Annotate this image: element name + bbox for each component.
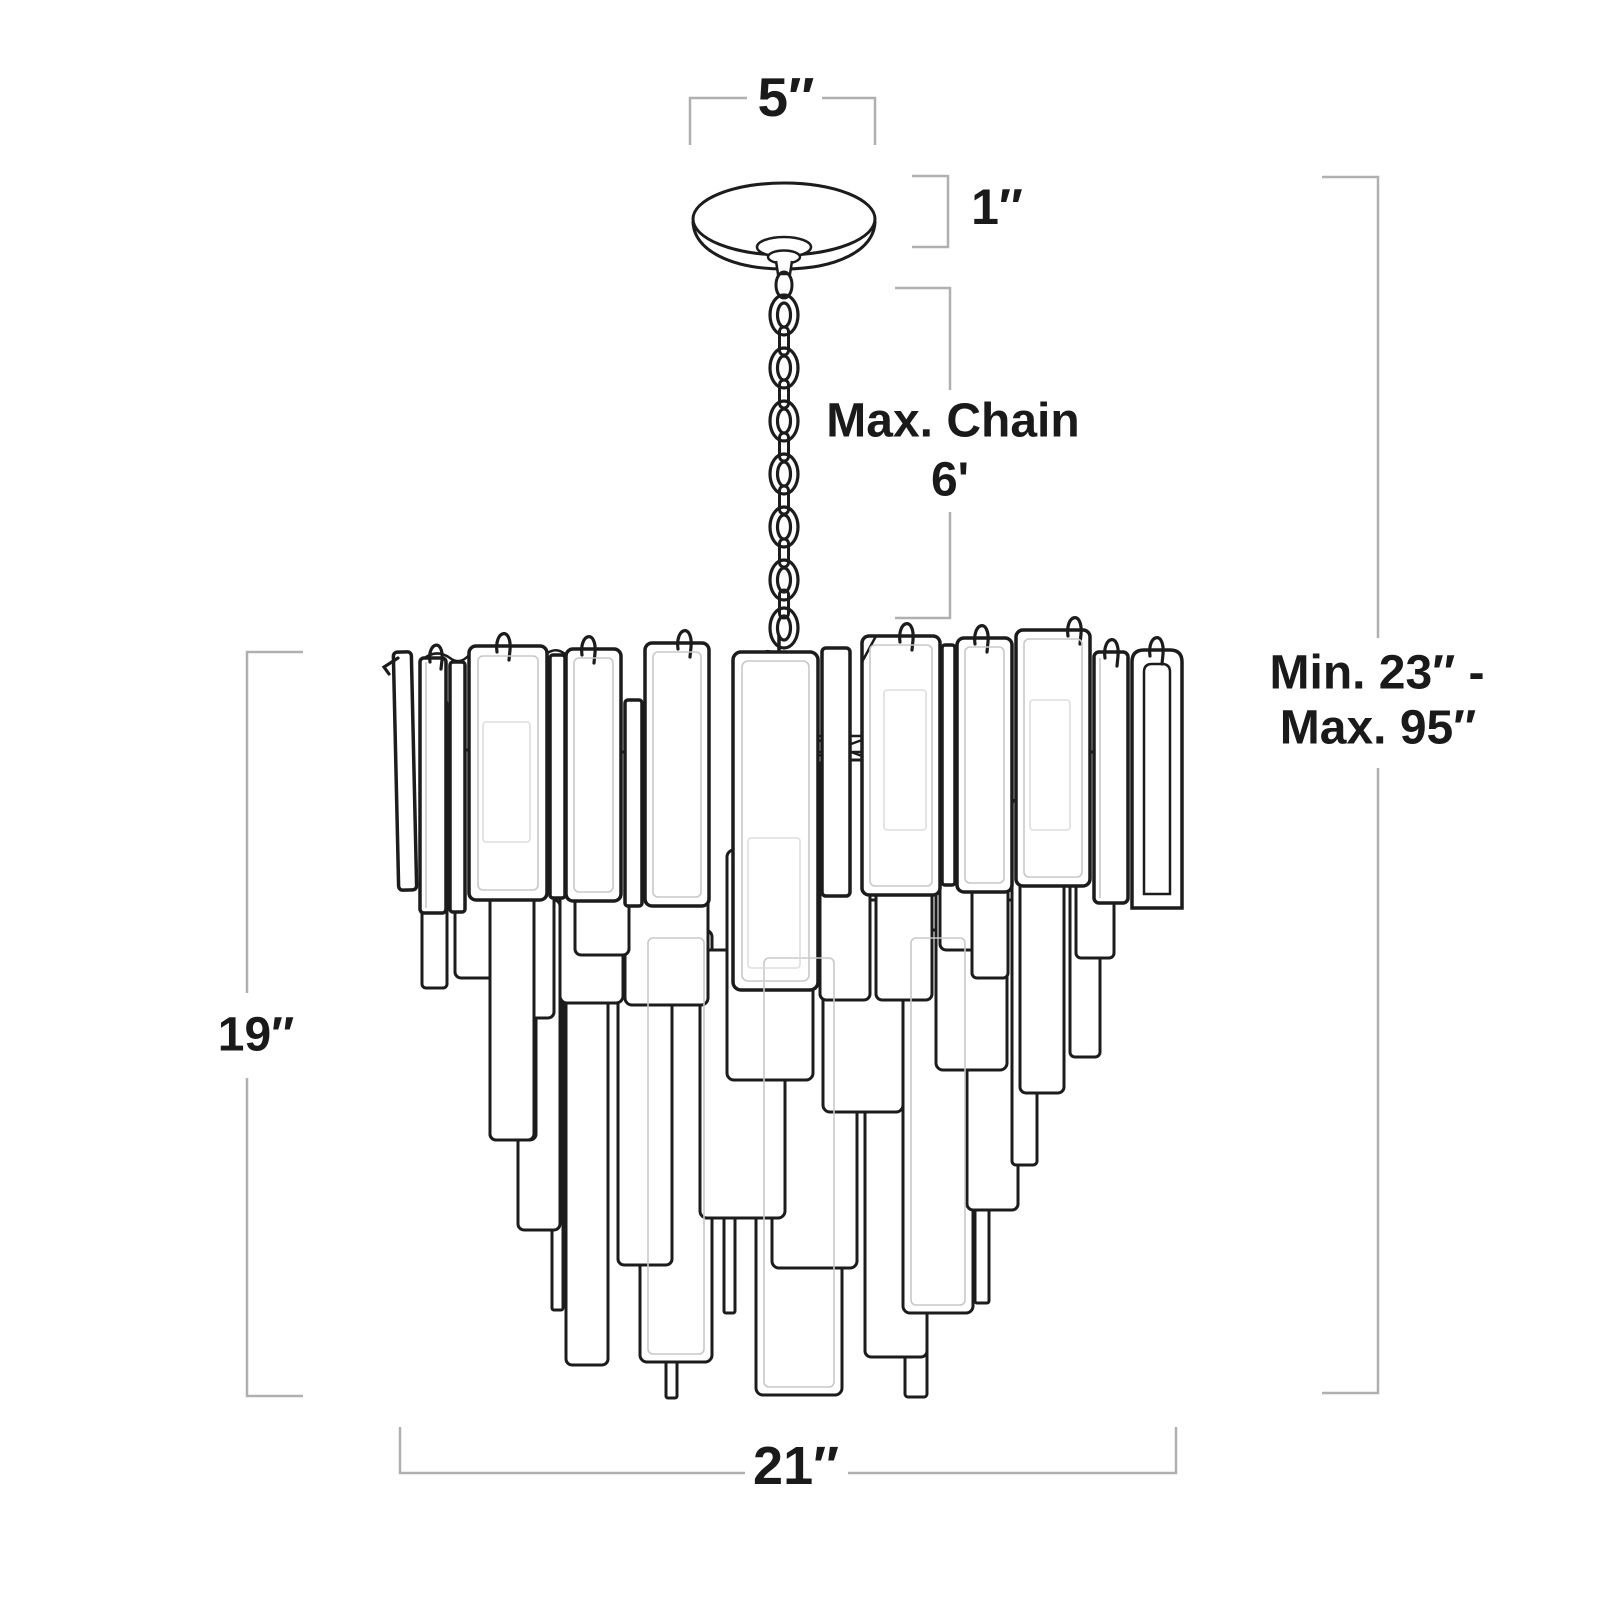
body-width-label: 21″ (753, 1436, 839, 1496)
panel-hooks (381, 616, 1165, 676)
chandelier-body (381, 616, 1184, 1400)
dimension-canopy-width (688, 96, 877, 145)
dimension-canopy-height (912, 174, 950, 249)
body-height-label: 19″ (217, 1008, 295, 1062)
chain (759, 270, 800, 671)
overall-height-label-line2: Max. 95″ (1279, 701, 1477, 755)
canopy-height-label: 1″ (971, 179, 1023, 235)
dimension-overall-height (1322, 175, 1380, 1395)
dimension-lines (245, 96, 1380, 1475)
dimension-body-height (245, 650, 303, 1398)
canopy (691, 181, 877, 276)
dimension-body-width (398, 1427, 1178, 1475)
dimension-max-chain (895, 286, 952, 620)
canopy-width-label: 5″ (757, 66, 815, 128)
glass-detail-lines (425, 638, 1101, 1388)
max-chain-label-line2: 6' (930, 453, 970, 507)
max-chain-label-line1: Max. Chain (826, 394, 1080, 448)
overall-height-label-line1: Min. 23″ - (1269, 646, 1485, 700)
